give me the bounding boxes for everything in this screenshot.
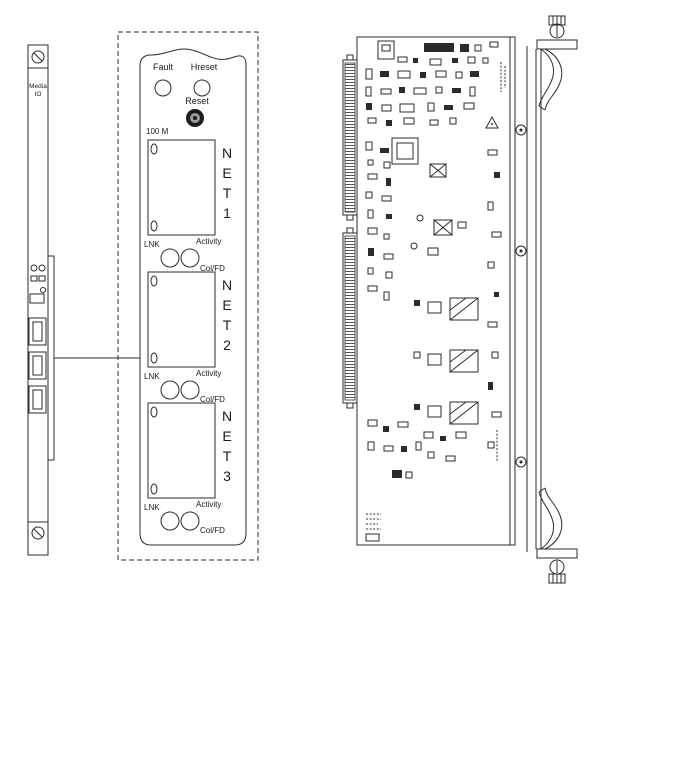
net2-letter: E: [222, 297, 231, 313]
hreset-label: Hreset: [191, 62, 218, 72]
net1-letter: T: [223, 185, 232, 201]
lnk-led: [160, 380, 180, 400]
front-panel-outline: [27, 44, 49, 556]
bottom-ejector-handle: [538, 487, 563, 550]
pcb-components: [365, 40, 506, 542]
net2-letter: N: [222, 277, 232, 293]
panel-connectors: [28, 317, 47, 414]
faceplate-detail-view: Fault Hreset Reset 100 M N E T 1 LNK Act…: [117, 31, 259, 561]
bottom-screw-icon: [31, 526, 45, 540]
panel-leds: [29, 264, 46, 304]
lnk-label: LNK: [144, 503, 160, 512]
lnk-led: [160, 248, 180, 268]
colfd-label: Col/FD: [200, 395, 225, 404]
front-panel-flange: [47, 255, 55, 461]
net2-port: [147, 271, 216, 368]
net1-port-group: N E T 1 LNK Activity Col/FD: [144, 139, 232, 273]
bottom-thumbscrew: [536, 548, 578, 584]
fault-led: [154, 79, 172, 97]
edge-connector-upper: [342, 54, 358, 221]
top-ejector-handle: [538, 48, 563, 111]
net3-letter: 3: [223, 468, 231, 484]
speed-label: 100 M: [146, 127, 169, 136]
lnk-led: [160, 511, 180, 531]
reset-label: Reset: [185, 96, 209, 106]
net2-port-group: N E T 2 LNK Activity Col/FD: [144, 271, 232, 404]
card-rail: [526, 46, 542, 552]
media-io-label-line2: IO: [35, 91, 42, 98]
port-notch-icon: [150, 143, 158, 155]
net1-letter: N: [222, 145, 232, 161]
net3-port: [147, 402, 216, 499]
mounting-screw: [515, 245, 527, 257]
port-notch-icon: [150, 406, 158, 418]
mounting-screw: [515, 456, 527, 468]
net1-letter: 1: [223, 205, 231, 221]
activity-led: [180, 511, 200, 531]
fault-label: Fault: [153, 62, 174, 72]
net3-port-group: N E T 3 LNK Activity Col/FD: [144, 402, 232, 535]
net2-letter: 2: [223, 337, 231, 353]
port-notch-icon: [150, 352, 158, 364]
net3-letter: T: [223, 448, 232, 464]
activity-led: [180, 380, 200, 400]
lnk-label: LNK: [144, 240, 160, 249]
hreset-led: [193, 79, 211, 97]
detail-boundary-box: [117, 31, 259, 561]
net2-letter: T: [223, 317, 232, 333]
front-panel-side-view: Media IO: [27, 44, 55, 556]
activity-label: Activity: [196, 237, 221, 246]
net1-letter: E: [222, 165, 231, 181]
port-notch-icon: [150, 483, 158, 495]
mounting-screw: [515, 124, 527, 136]
reset-button: [186, 109, 204, 127]
top-screw-icon: [31, 50, 45, 64]
activity-label: Activity: [196, 369, 221, 378]
pcb-board-outline: [356, 36, 516, 546]
pcb-side-view: [342, 15, 578, 584]
media-io-label-line1: Media: [29, 83, 47, 90]
port-notch-icon: [150, 220, 158, 232]
colfd-label: Col/FD: [200, 264, 225, 273]
lnk-label: LNK: [144, 372, 160, 381]
net1-port: [147, 139, 216, 236]
faceplate-outline: [139, 48, 247, 546]
colfd-label: Col/FD: [200, 526, 225, 535]
activity-led: [180, 248, 200, 268]
activity-label: Activity: [196, 500, 221, 509]
edge-connector-lower: [342, 227, 358, 409]
top-thumbscrew: [536, 15, 578, 50]
net3-letter: N: [222, 408, 232, 424]
port-notch-icon: [150, 275, 158, 287]
net3-letter: E: [222, 428, 231, 444]
